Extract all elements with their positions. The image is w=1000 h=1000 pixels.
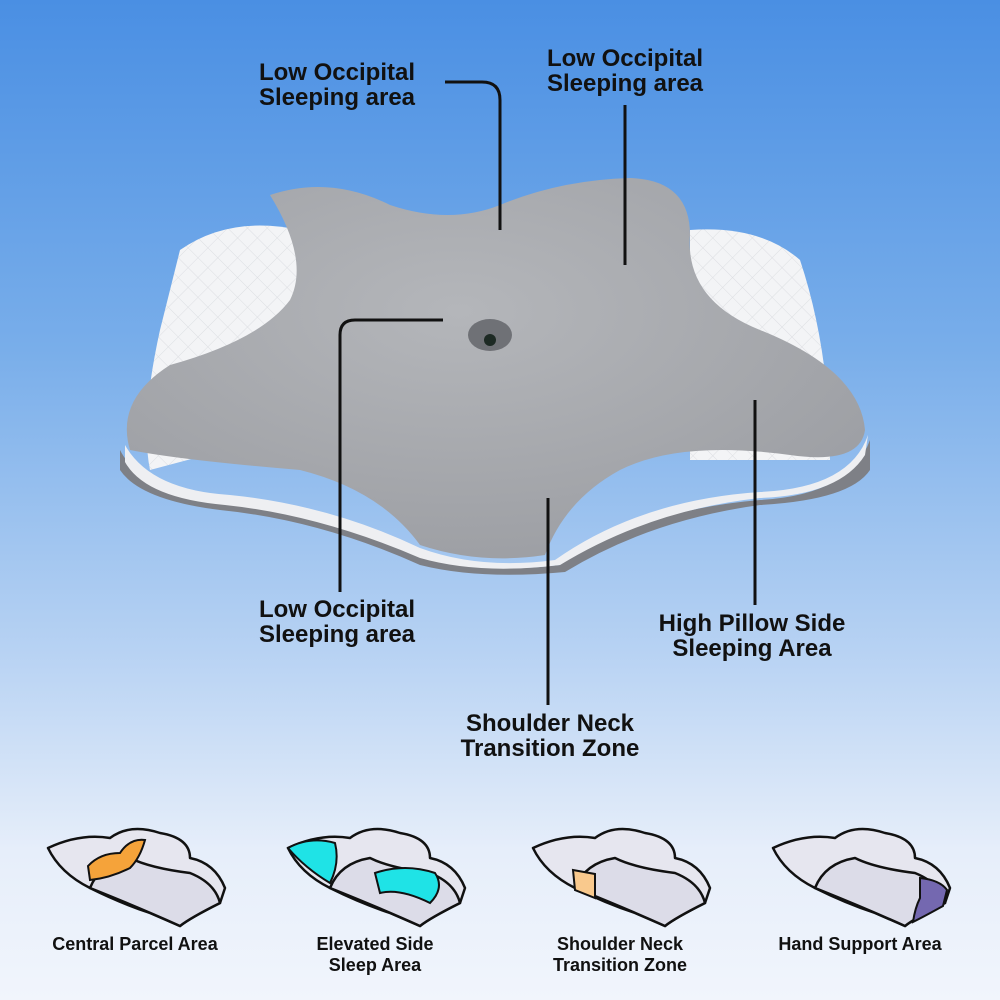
callout-text: Transition Zone xyxy=(460,735,640,762)
caption-text: Transition Zone xyxy=(552,955,688,975)
callout-line-top-left xyxy=(445,80,502,230)
callout-text: Low Occipital xyxy=(546,45,704,72)
feature-caption-4: Hand Support Area xyxy=(778,934,941,955)
feature-icon-1 xyxy=(46,827,227,928)
feature-caption-1: Central Parcel Area xyxy=(52,934,217,955)
feature-icon-2 xyxy=(286,827,467,928)
callout-text: High Pillow Side xyxy=(658,610,846,637)
callout-text: Sleeping area xyxy=(258,621,416,648)
callout-text: Low Occipital xyxy=(258,596,416,623)
highlight-region xyxy=(911,876,949,924)
pillow-side xyxy=(125,435,868,569)
callout-text: Low Occipital xyxy=(258,59,416,86)
caption-text: Sleep Area xyxy=(328,955,422,975)
caption-text: Shoulder Neck xyxy=(556,934,684,954)
highlight-region xyxy=(571,868,596,900)
callout-text: Sleeping area xyxy=(546,70,704,97)
callout-text: Shoulder Neck xyxy=(465,710,635,737)
callout-right: High Pillow Side Sleeping Area xyxy=(659,611,846,661)
callout-bottom: Shoulder Neck Transition Zone xyxy=(461,711,640,761)
callout-mid-left: Low Occipital Sleeping area xyxy=(259,597,415,647)
feature-icon-4 xyxy=(771,827,952,928)
callout-text: Sleeping Area xyxy=(672,635,832,662)
caption-text: Central Parcel Area xyxy=(52,934,218,954)
highlight-region xyxy=(86,838,147,882)
callout-text: Sleeping area xyxy=(258,84,416,111)
pillow-top xyxy=(126,178,866,559)
caption-text: Hand Support Area xyxy=(778,934,942,954)
caption-text: Elevated Side xyxy=(316,934,434,954)
callout-line-mid-left xyxy=(338,318,443,592)
callout-top-left: Low Occipital Sleeping area xyxy=(259,60,415,110)
pillow-front xyxy=(573,856,707,928)
feature-icon-3 xyxy=(531,827,712,928)
callout-top-right: Low Occipital Sleeping area xyxy=(547,46,703,96)
highlight-region xyxy=(286,839,440,905)
